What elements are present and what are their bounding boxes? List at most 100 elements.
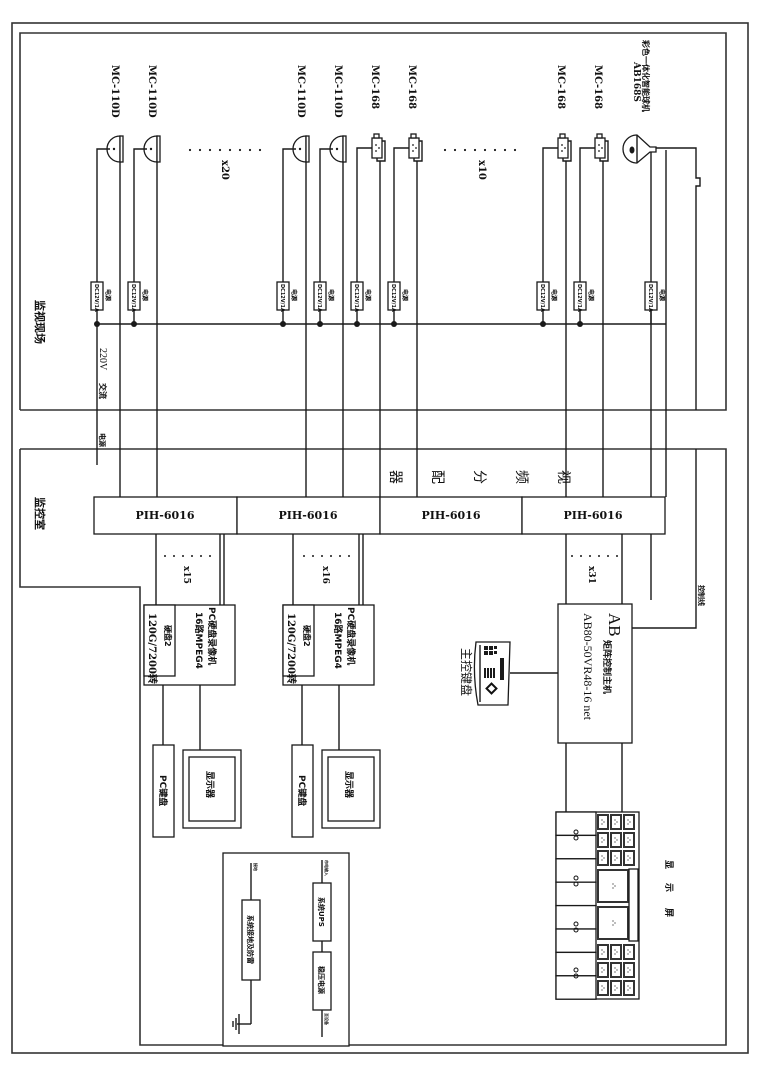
distributor-unit [93,496,238,535]
svg-text:DC12V/1A: DC12V/1A [390,284,396,312]
power-supply: DC12V/1A 电源 [127,281,149,327]
dvr-1: PC硬盘录像机 16路MPEG4 硬盘2 120G/7200转 PC键盘 显示器 [143,604,242,838]
dvr-disk-box [143,604,176,677]
dome-camera [96,135,124,497]
field-area-label: 监视现场 [33,300,47,344]
dvr-title: PC硬盘录像机 [206,607,218,665]
pc-keyboard [152,744,175,838]
dome-cameras [96,135,347,497]
distributor-units: PIH-6016 PIH-6016 PIH-6016 PIH-6016 [93,496,666,535]
matrix-host-box [557,603,633,744]
dvr-2: PC硬盘录像机 16路MPEG4 硬盘2 120G/7200转 PC键盘 显示器 [282,604,381,838]
bundle-count-label: x16 [320,566,330,584]
control-cable-label: 控制线 [697,585,706,606]
box-camera [393,133,423,497]
camera-label: MC-168 [555,65,566,109]
bundle-2: x16 [292,534,364,605]
camera-label: MC-168 [369,65,380,109]
svg-text:电源: 电源 [290,289,298,301]
dvr-spec: 16路MPEG4 [193,612,205,669]
svg-text:DC12V/1A: DC12V/1A [316,284,322,312]
ptz-camera-model: AB168S [631,61,641,102]
box-camera [542,133,572,497]
regulator-label: 稳压电源 [317,966,326,994]
svg-text:DC12V/1A: DC12V/1A [539,284,545,312]
grounding-label: 系统接地及防雷 [246,915,255,964]
display-wall [555,811,640,1000]
matrix-brand: AB [605,613,624,637]
power-supply: DC12V/1A 电源 [90,281,112,327]
dome-camera [133,135,161,497]
video-distributor-title: 视 频 分 配 器 [387,470,571,484]
box-count-label: x10 [476,160,487,180]
display-wall-label-char: 屏 [663,908,674,917]
svg-text:DC12V/1A: DC12V/1A [130,284,136,312]
main-keyboard-label: 主控键盘 [459,648,474,696]
dvr-disk-spec: 120G/7200转 [146,613,159,684]
distributor-title-char: 配 [429,470,444,484]
monitor-label: 显示器 [343,771,354,799]
field-area-frame [19,32,727,411]
power-cable-label: 电源 [98,433,107,447]
svg-text:电源: 电源 [587,289,595,301]
camera-label: MC-168 [592,65,603,109]
ac-voltage-label: 220V [97,348,108,371]
svg-text:电源: 电源 [364,289,372,301]
ups-label: 系统UPS [317,897,326,927]
dvr-disk-box [282,604,315,677]
distributor-unit [236,496,381,535]
camera-label: MC-110D [109,65,120,118]
power-output-label: 至设备 [324,1013,330,1026]
main-keyboard-icon [473,641,511,706]
camera-label: MC-168 [406,65,417,109]
svg-text:DC12V/1A: DC12V/1A [647,284,653,312]
distributor-unit [379,496,523,535]
svg-text:电源: 电源 [327,289,335,301]
box-cameras [356,133,609,497]
dvr-disk-label: 硬盘2 [302,625,312,647]
distributor-title-char: 频 [513,470,529,484]
monitor-label: 显示器 [204,771,215,799]
dvr-spec: 16路MPEG4 [332,612,344,669]
matrix-title: 矩阵控制主机 [601,639,613,694]
ptz-camera-label: 彩色一体化智能球机 [641,39,651,112]
control-room-frame [19,448,727,1046]
dome-count-label: x20 [219,160,230,180]
power-legend: 系统UPS 稳压电源 市电输入 至设备 系统接地及防雷 接地 [222,852,350,1047]
dvr-disk-spec: 120G/7200转 [285,613,298,684]
display-wall-label-char: 示 [663,883,674,892]
control-room-label: 监控室 [33,497,47,530]
power-input-label: 市电输入 [324,860,330,876]
dvr-disk-label: 硬盘2 [163,625,173,647]
svg-text:DC12V/1A: DC12V/1A [93,284,99,312]
power-supply: DC12V/1A 电源 [387,281,409,327]
dome-camera [282,135,310,497]
dome-ellipsis [188,148,262,152]
svg-text:电源: 电源 [104,289,112,301]
svg-text:DC12V/1A: DC12V/1A [279,284,285,312]
distributor-unit-label: PIH-6016 [136,509,195,522]
distributor-unit-label: PIH-6016 [564,509,623,522]
distributor-unit-label: PIH-6016 [279,509,338,522]
svg-text:电源: 电源 [141,289,149,301]
camera-label: MC-110D [295,65,306,118]
bundle-count-label: x31 [586,566,596,584]
pc-keyboard-label: PC键盘 [296,775,308,806]
svg-text:DC12V/1A: DC12V/1A [353,284,359,312]
dvr-title: PC硬盘录像机 [345,607,357,665]
matrix-host: AB 矩阵控制主机 AB80-50VR48-16 net [510,603,633,813]
svg-text:电源: 电源 [401,289,409,301]
control-cable [632,449,697,629]
power-supplies: DC12V/1A 电源 DC12V/1A 电源 DC12V/1A 电源 DC12V/1A 电源… [90,281,666,327]
distributor-unit [521,496,666,535]
matrix-model: AB80-50VR48-16 net [581,613,595,721]
dome-camera [319,135,347,497]
bundle-count-label: x15 [181,566,191,584]
camera-label: MC-110D [146,65,157,118]
bundle-3: x31 [565,534,623,605]
distributor-title-char: 器 [387,470,402,484]
